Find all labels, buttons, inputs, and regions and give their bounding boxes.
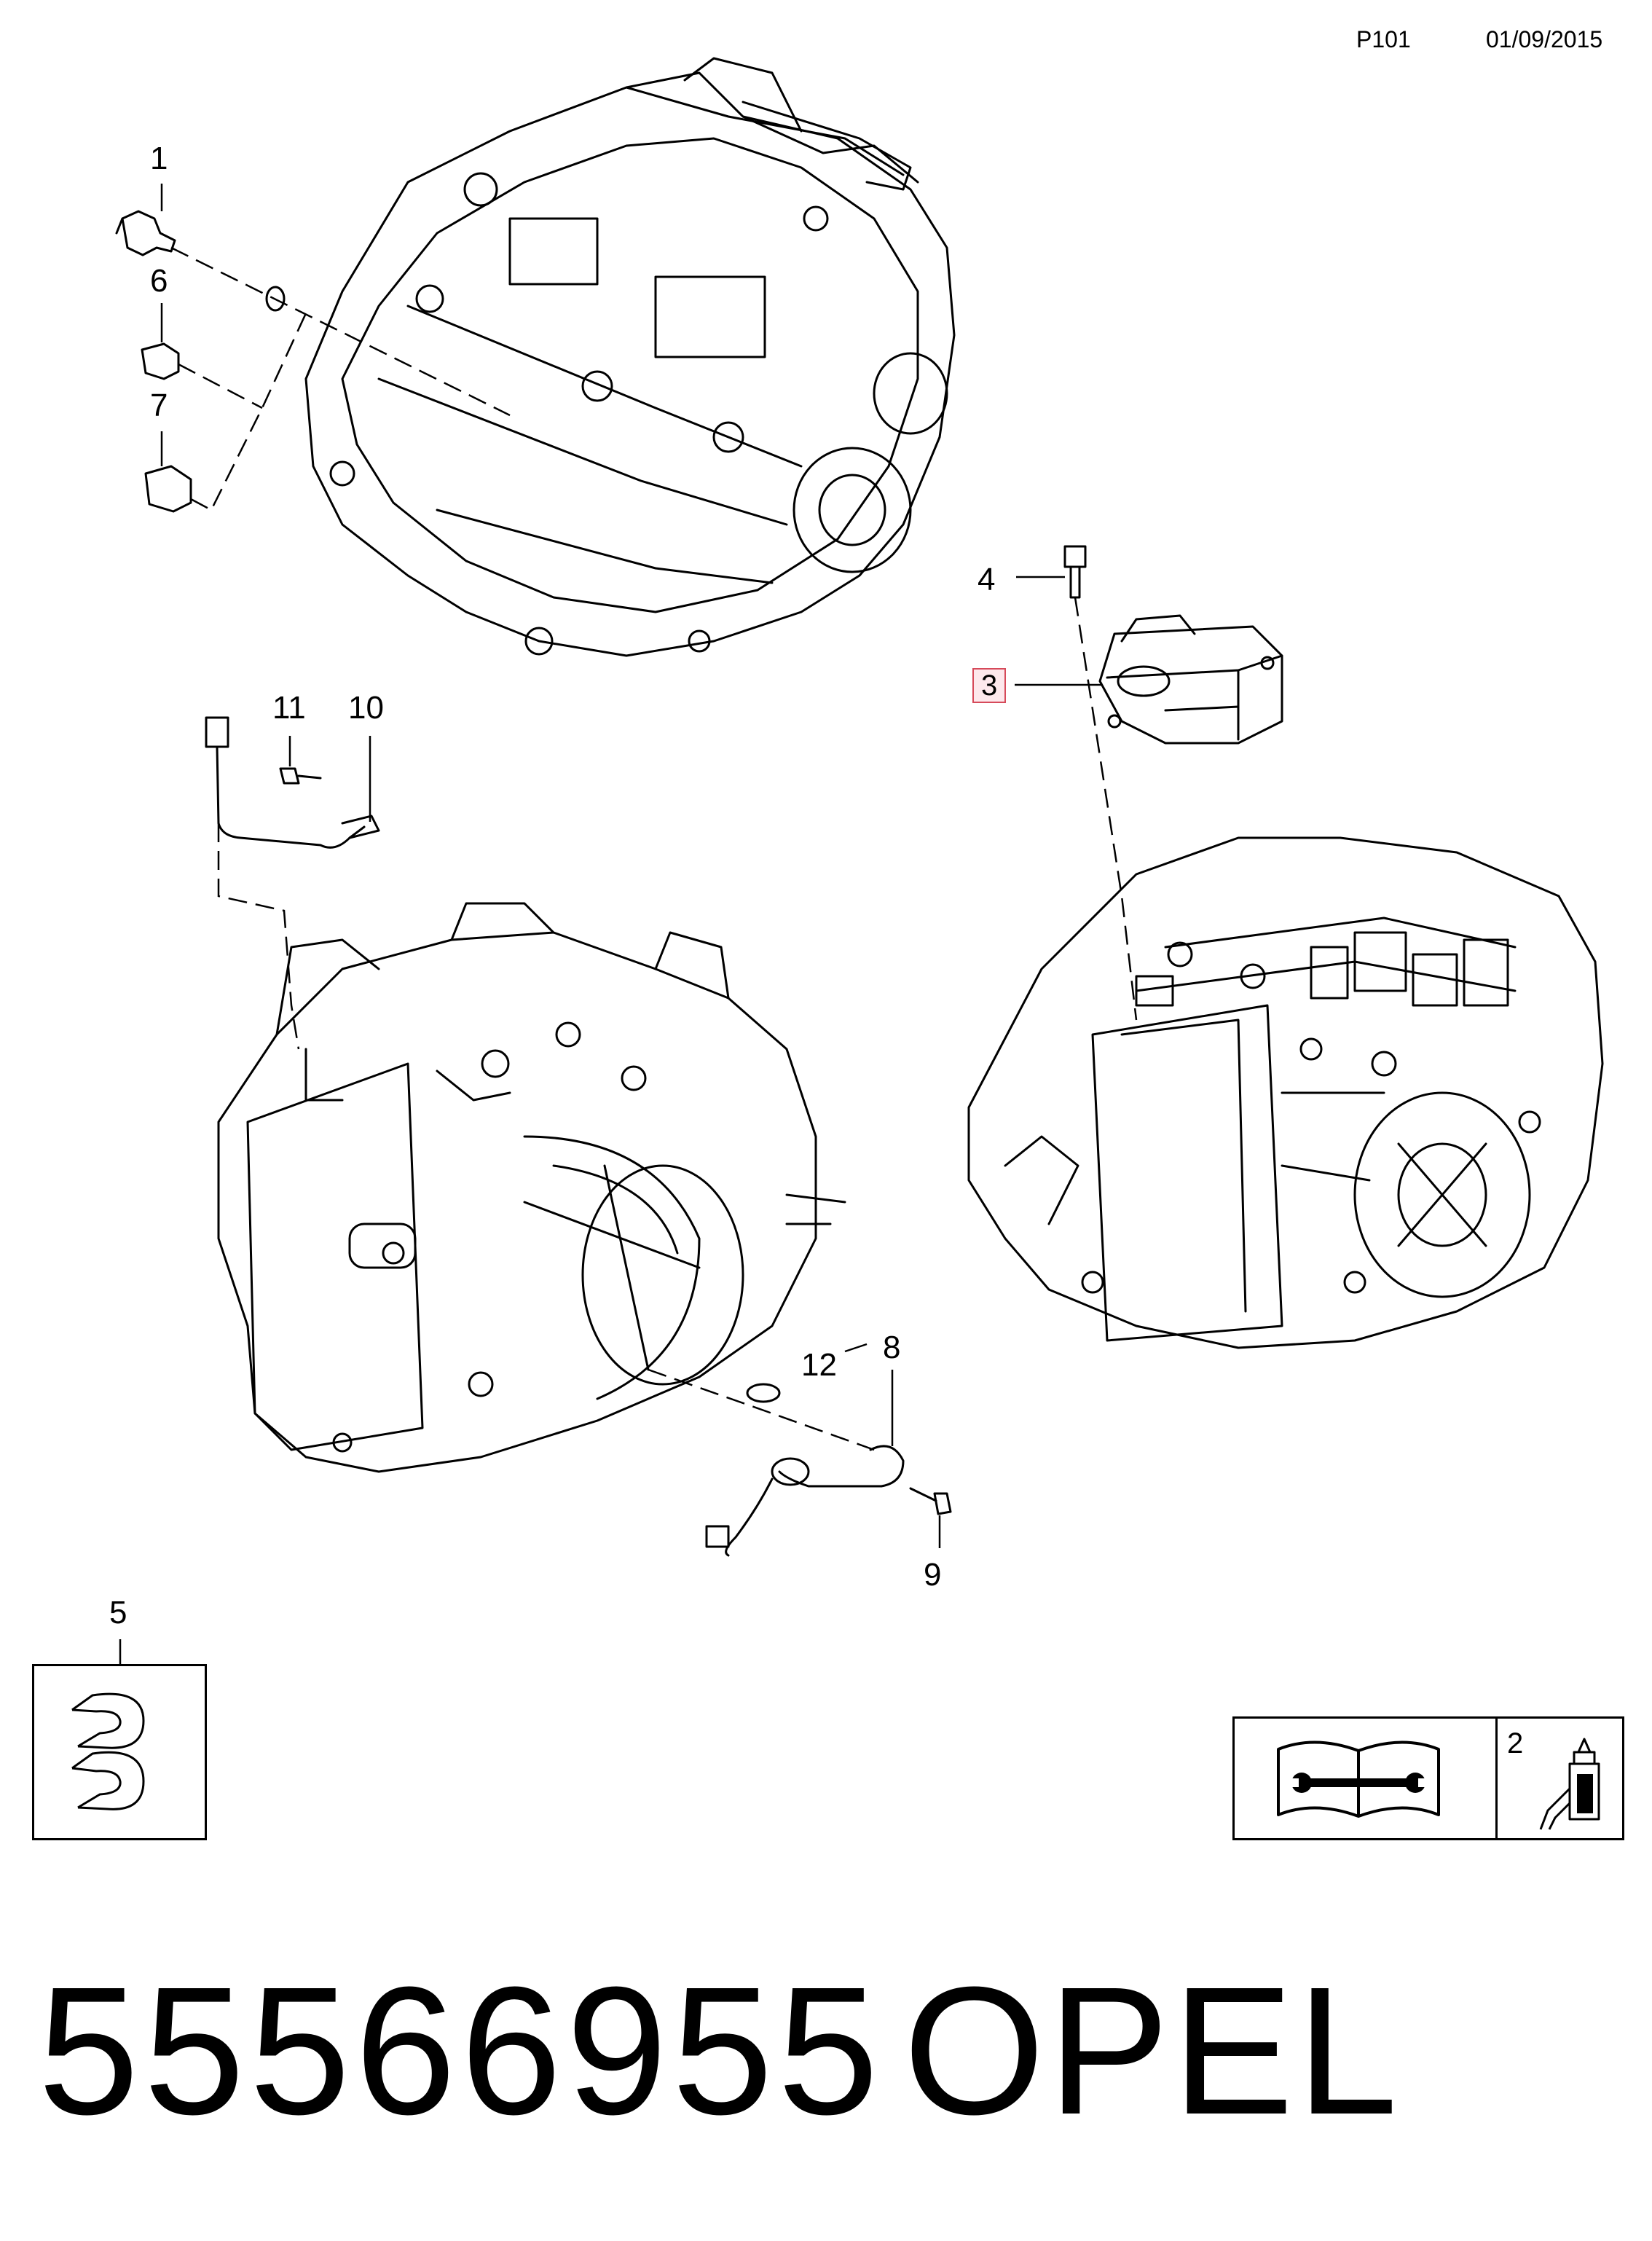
bolt-9-illustration [909,1487,952,1515]
harness-8-illustration [705,1445,905,1557]
repair-manual-icon [1277,1740,1440,1818]
clip-legend-box [32,1664,207,1840]
control-module-illustration [1098,614,1283,745]
callout-2[interactable]: 2 [1507,1727,1524,1759]
callout-9[interactable]: 9 [924,1557,942,1593]
page-date: 01/09/2015 [1486,26,1603,52]
automatic-transmission-right-illustration [967,836,1604,1349]
callout-8[interactable]: 8 [883,1330,901,1365]
oring-12-illustration [746,1383,781,1403]
harness-10-illustration [205,716,380,849]
callout-6[interactable]: 6 [150,263,168,299]
bolt-11-illustration [279,767,322,785]
hose-clip-icon [71,1692,145,1810]
page-code: P101 [1356,26,1411,52]
automatic-transmission-left-illustration [217,902,846,1473]
callout-11[interactable]: 11 [272,690,306,726]
brand-name: OPEL [903,1949,1401,2152]
oring-6-illustration [265,286,286,312]
legend-divider [1495,1719,1498,1838]
part-number: 55566955 [38,1949,884,2152]
sensor-1-illustration [115,210,176,256]
bolt-4-illustration [1063,545,1087,599]
plug-7-illustration [144,465,192,513]
callout-1[interactable]: 1 [150,141,168,176]
manual-transmission-illustration [304,57,956,657]
callout-12[interactable]: 12 [801,1347,837,1383]
sealant-tube-icon [1539,1738,1600,1830]
callout-5[interactable]: 5 [109,1595,127,1630]
legend-box-manual-sealant: 2 [1232,1716,1624,1840]
plug-6-illustration [141,342,180,380]
callout-4[interactable]: 4 [978,562,996,597]
callout-10[interactable]: 10 [348,690,384,726]
callout-7[interactable]: 7 [150,388,168,423]
callout-3-highlighted[interactable]: 3 [972,668,1007,703]
